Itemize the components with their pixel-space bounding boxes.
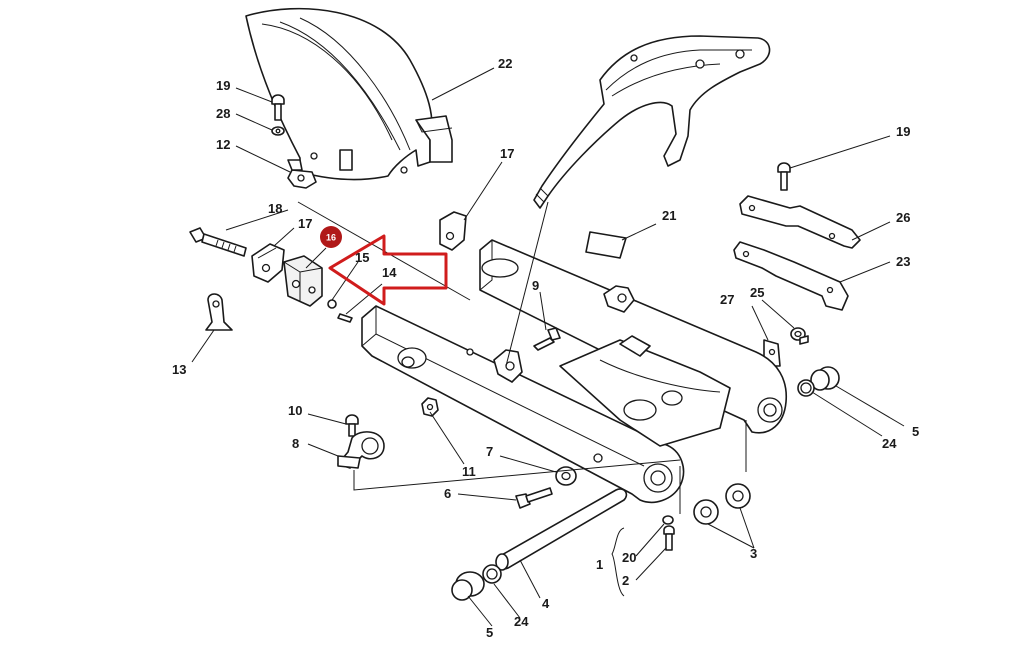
callout-6: 6 [444, 486, 451, 501]
bushing-part-25 [790, 327, 809, 345]
callout-15: 15 [355, 250, 369, 265]
washer-part-20 [662, 515, 674, 525]
callout-24-right: 24 [882, 436, 897, 451]
callout-14: 14 [382, 265, 397, 280]
callout-11: 11 [462, 464, 476, 479]
bolt-part-18 [189, 227, 247, 257]
arrow-left-icon [328, 234, 448, 306]
clamp-part-8 [337, 431, 385, 469]
callout-16: 16 [326, 233, 336, 243]
callout-5-bottom: 5 [486, 625, 493, 640]
mudguard-part [245, 7, 453, 181]
callout-1: 1 [596, 557, 603, 572]
callout-27: 27 [720, 292, 734, 307]
callout-25: 25 [750, 285, 764, 300]
callout-labels: 19 28 12 22 18 17 17 15 14 13 21 19 26 2… [172, 56, 919, 640]
washer-part-7 [555, 466, 577, 486]
callout-19-left: 19 [216, 78, 230, 93]
callout-19-right: 19 [896, 124, 910, 139]
washers-part-3 [693, 483, 751, 525]
callout-21: 21 [662, 208, 676, 223]
bolt-part-6 [515, 487, 553, 509]
nut-part-11 [421, 397, 439, 417]
swingarm-part [361, 239, 788, 504]
bolt-part-9 [533, 327, 561, 351]
screw-part-10 [345, 414, 359, 437]
callout-20: 20 [622, 550, 636, 565]
callout-10: 10 [288, 403, 302, 418]
screw-part-14 [337, 313, 353, 323]
bracket-part-17-left [251, 243, 285, 283]
circlip-part-24-bottom [482, 564, 502, 584]
nut-part-15 [327, 299, 337, 309]
callout-badge-16: 16 [320, 226, 342, 248]
screw-part-19-left [271, 94, 285, 136]
callout-3: 3 [750, 546, 757, 561]
cap-part-5-right [810, 366, 840, 391]
bracket-part-13 [205, 293, 233, 331]
callout-8: 8 [292, 436, 299, 451]
callout-4: 4 [542, 596, 550, 611]
callout-12: 12 [216, 137, 230, 152]
plate-part-23 [733, 241, 849, 311]
callout-22: 22 [498, 56, 512, 71]
callout-9: 9 [532, 278, 539, 293]
clip-part-12 [287, 159, 317, 189]
callout-2: 2 [622, 573, 629, 588]
callout-7: 7 [486, 444, 493, 459]
bracket-part-17-right [439, 211, 467, 251]
callout-28: 28 [216, 106, 230, 121]
screw-part-2 [663, 525, 675, 551]
callout-26: 26 [896, 210, 910, 225]
screw-part-19-right [777, 162, 791, 191]
callout-17-right: 17 [500, 146, 514, 161]
pad-part-21 [585, 231, 627, 259]
slider-part-26 [739, 195, 861, 249]
callout-17-left: 17 [298, 216, 312, 231]
axle-part-4 [495, 488, 628, 571]
circlip-part-24-right [797, 379, 815, 397]
callout-24-bottom: 24 [514, 614, 529, 629]
callout-18: 18 [268, 201, 282, 216]
callout-5-right: 5 [912, 424, 919, 439]
block-part-16 [283, 255, 323, 307]
callout-23: 23 [896, 254, 910, 269]
chain-guide-part [533, 35, 771, 209]
cap-part-5-bottom [451, 571, 485, 601]
callout-13: 13 [172, 362, 186, 377]
